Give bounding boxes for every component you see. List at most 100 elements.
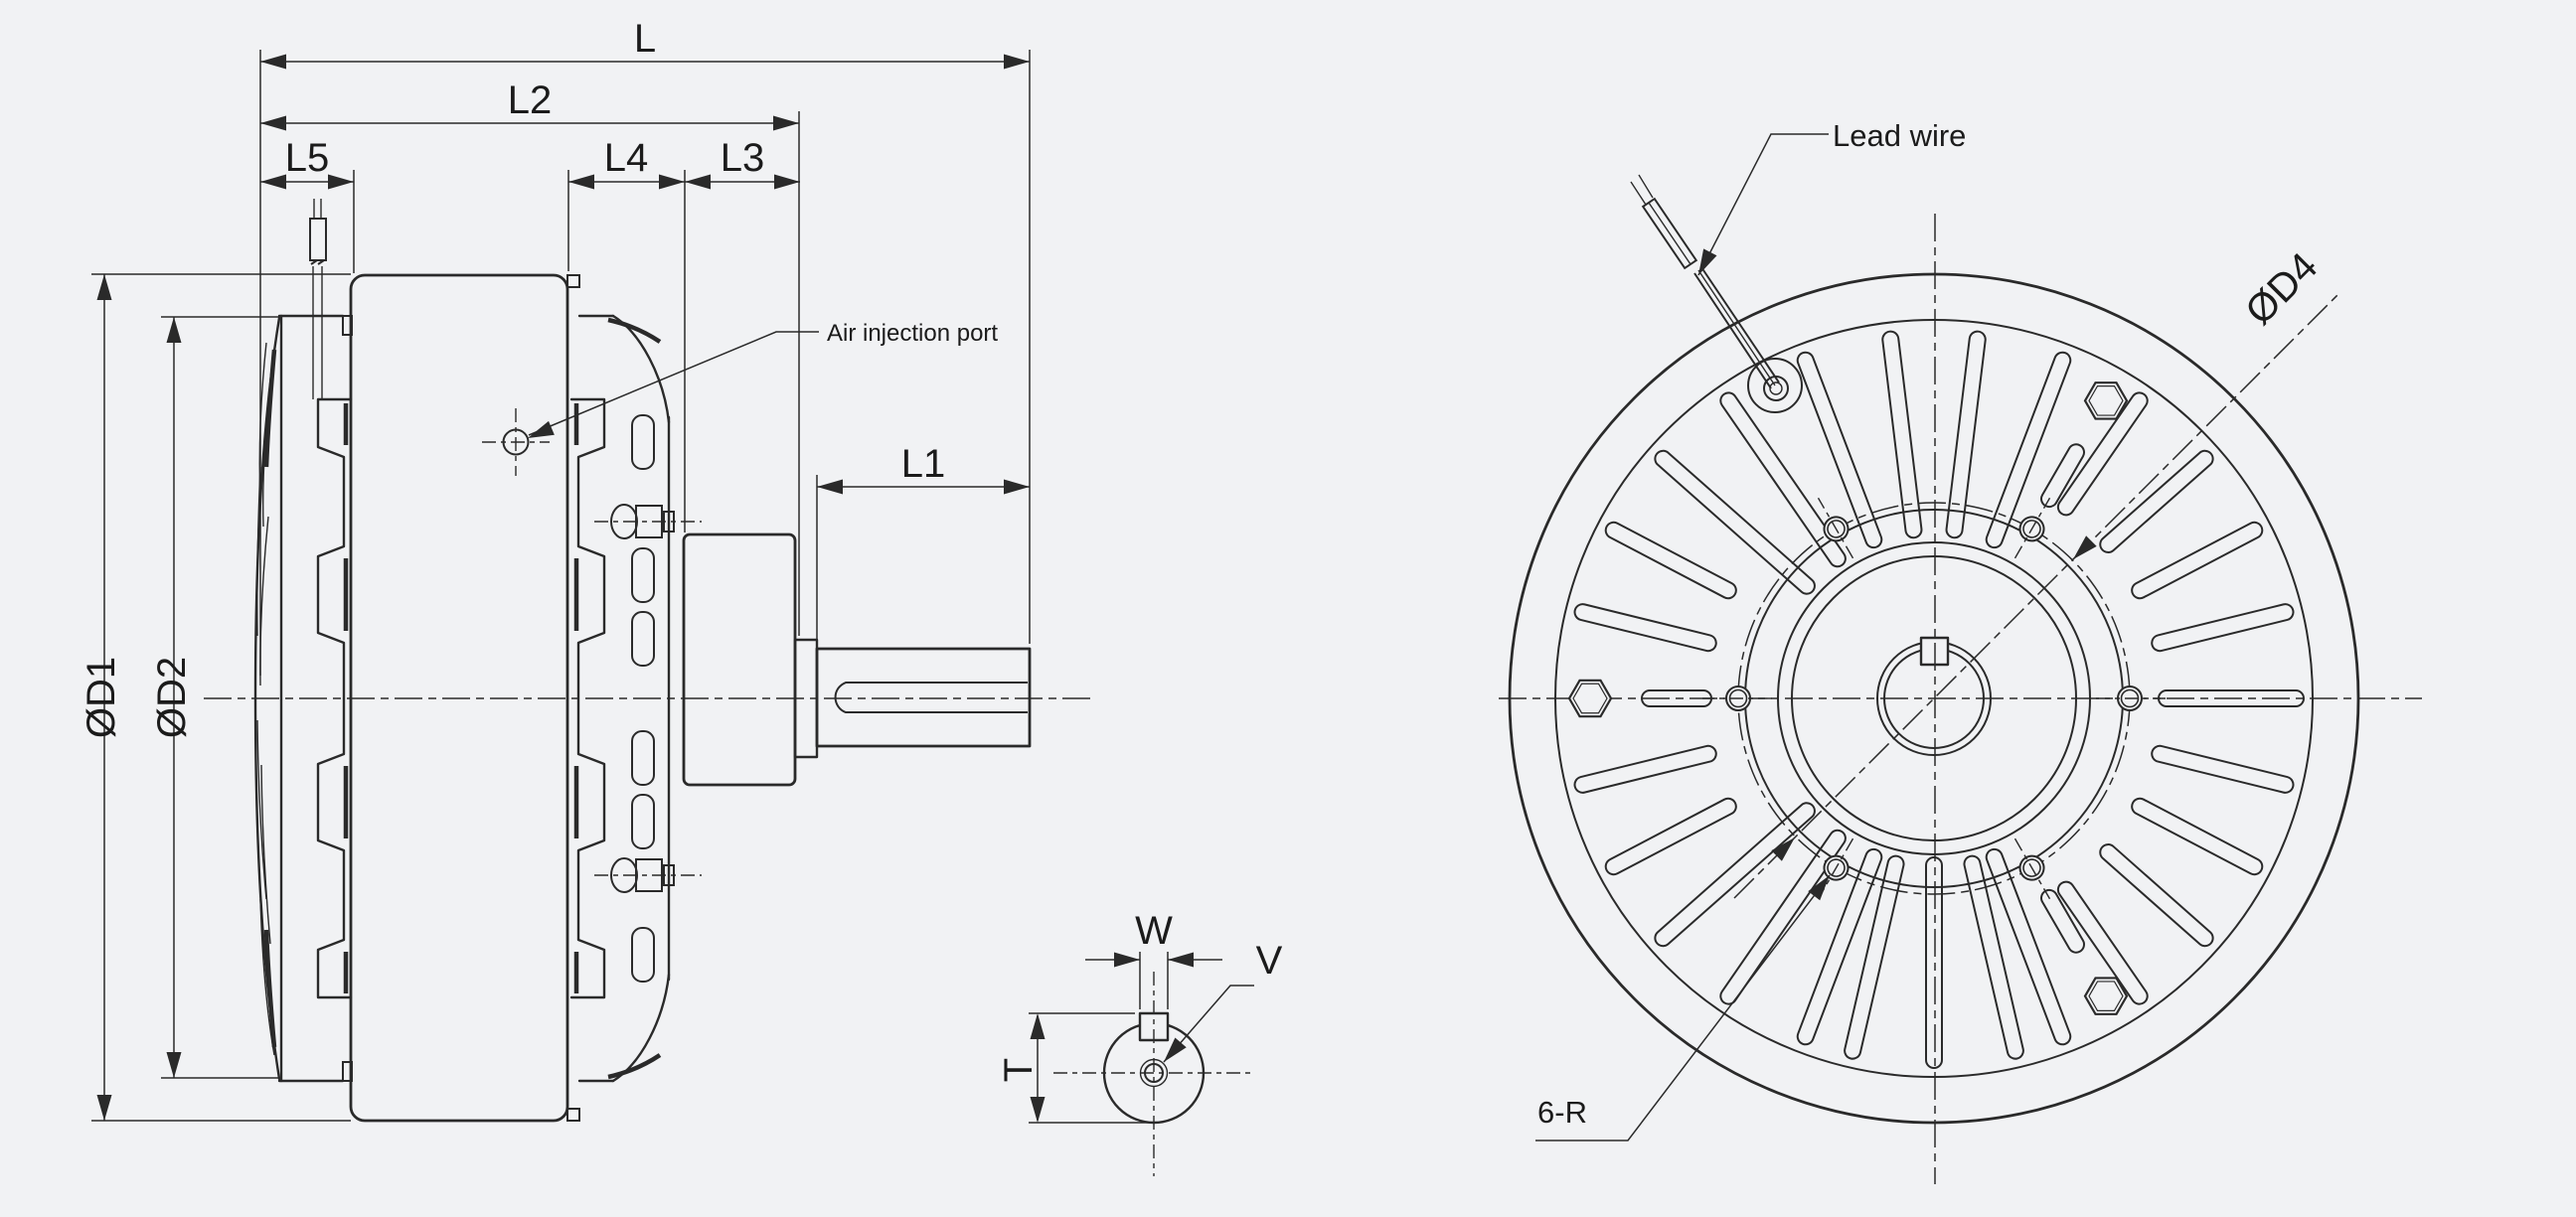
fan-slot <box>1719 391 1847 568</box>
dim-arrow <box>1771 837 1795 861</box>
rear-fan-disc <box>253 314 353 1083</box>
fan-slot <box>1796 351 1883 549</box>
dim-arrow <box>1004 54 1030 70</box>
assembly-bolt-bottom <box>594 857 702 893</box>
fan-slot <box>2056 880 2149 1005</box>
fan-slot <box>2131 521 2264 600</box>
shaft <box>815 647 1032 748</box>
fan-slot <box>2151 744 2295 794</box>
dim-arrow <box>528 420 555 438</box>
hex-bolt <box>2083 381 2129 420</box>
dim-label-W: W <box>1135 909 1173 953</box>
fan-slot <box>1985 847 2072 1046</box>
dim-arrow <box>685 174 711 190</box>
dim-label-D2: ØD2 <box>150 657 194 738</box>
holes-label: 6-R <box>1537 1095 1587 1130</box>
dim-arrow <box>817 479 843 495</box>
dim-arrow <box>773 115 799 131</box>
dim-arrow <box>260 115 286 131</box>
dim-arrow <box>1168 952 1194 968</box>
hex-bolt <box>1567 679 1613 718</box>
front-fan-blade-sections <box>631 414 655 983</box>
assembly-bolt-top <box>594 504 702 539</box>
dim-arrow <box>1164 1037 1187 1062</box>
dim-label-T: T <box>997 1058 1041 1082</box>
dim-arrow <box>328 174 354 190</box>
drum-housing <box>349 273 569 1123</box>
hex-bolt <box>2083 977 2129 1015</box>
mounting-hole <box>2096 685 2166 711</box>
dim-label-L4: L4 <box>604 136 649 180</box>
front-pole-column <box>569 397 606 999</box>
fan-slot <box>1604 797 1737 876</box>
fan-slot <box>1985 351 2072 549</box>
dim-arrow <box>1698 248 1717 275</box>
dim-arrow <box>1114 952 1140 968</box>
side-lead-wires <box>309 199 327 399</box>
fan-slot <box>1881 330 1923 539</box>
dim-arrow <box>659 174 685 190</box>
dim-arrow <box>1030 1013 1046 1039</box>
fan-pattern <box>1567 330 2305 1069</box>
lead-wire-label: Lead wire <box>1833 118 1966 153</box>
dim-arrow <box>1030 1097 1046 1123</box>
dim-arrow <box>96 1095 112 1121</box>
dim-label-D1: ØD1 <box>80 657 123 738</box>
lead-wire <box>1630 174 1803 413</box>
front-fan-disc <box>577 314 702 1083</box>
fan-slot <box>1963 854 2024 1060</box>
fan-slot <box>2099 843 2214 948</box>
fan-slot <box>1573 744 1717 794</box>
key-hole-leader <box>1163 985 1254 1063</box>
air-port-label: Air injection port <box>827 320 998 347</box>
rear-pole-column <box>316 397 353 999</box>
dim-arrow <box>260 174 286 190</box>
dim-arrow <box>1004 479 1030 495</box>
dim-arrow <box>96 274 112 300</box>
dim-label-V: V <box>1256 939 1283 983</box>
dim-label-L2: L2 <box>508 78 553 122</box>
dim-arrow <box>568 174 594 190</box>
mounting-hole <box>1702 685 1772 711</box>
fan-slot <box>2131 797 2264 876</box>
fan-slot <box>1945 330 1987 539</box>
fan-slot <box>1719 829 1847 1005</box>
fan-slot <box>1654 449 1816 595</box>
dim-label-L5: L5 <box>285 136 330 180</box>
dim-arrow <box>1808 875 1830 901</box>
fan-slot <box>1654 802 1816 948</box>
fan-slot <box>1573 603 1717 653</box>
side-view: Air injection port L <box>80 17 1091 1123</box>
shaft-keyway-groove <box>834 682 1028 713</box>
side-extension-lines <box>91 50 1031 1122</box>
dim-arrow <box>774 174 800 190</box>
holes-leader <box>1535 874 1831 1141</box>
center-hole <box>1144 1063 1164 1083</box>
dim-label-L1: L1 <box>901 442 946 486</box>
drum-top-step <box>566 274 580 288</box>
fan-slot <box>1925 856 1943 1069</box>
fan-slot <box>2056 391 2149 517</box>
fan-slot <box>2151 603 2295 653</box>
fan-slot <box>1796 847 1883 1046</box>
lead-wire-leader <box>1697 133 1829 276</box>
dim-arrow <box>260 54 286 70</box>
dimension-arrows <box>96 54 2097 1123</box>
mounting-hole <box>1817 497 1854 559</box>
dim-arrow <box>166 1052 182 1078</box>
dim-label-L: L <box>634 17 656 61</box>
fan-slot <box>2099 449 2214 553</box>
mounting-hole <box>2013 497 2051 559</box>
center-hole-outer <box>1139 1058 1169 1088</box>
air-injection-port <box>482 408 550 476</box>
mounting-hole <box>2013 837 2051 900</box>
dim-arrow <box>2073 535 2097 559</box>
air-port-leader <box>528 331 819 436</box>
drum-bottom-step <box>566 1108 580 1122</box>
fan-slot <box>1604 521 1737 600</box>
dim-label-L3: L3 <box>721 136 765 180</box>
fan-slot <box>1844 854 1905 1060</box>
